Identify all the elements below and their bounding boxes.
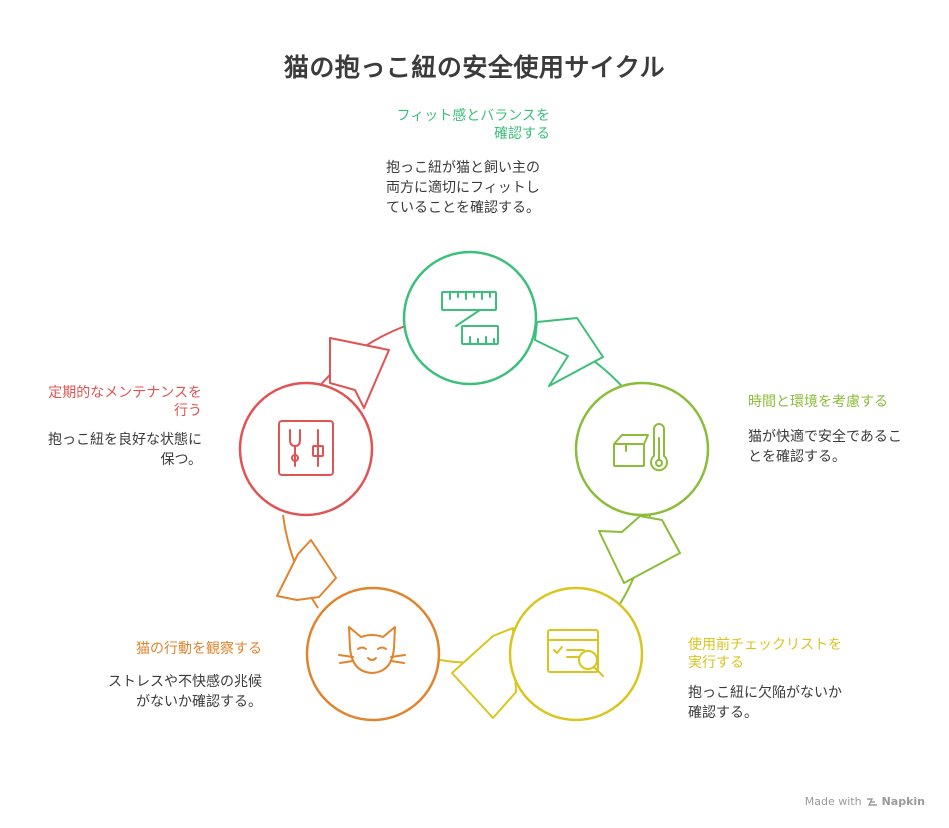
- diagram-title: 猫の抱っこ紐の安全使用サイクル: [283, 53, 666, 82]
- node-circle-checklist: [508, 586, 644, 722]
- step-maintenance-desc: 抱っこ紐を良好な状態に 保つ。: [48, 432, 202, 468]
- step-checklist-desc: 抱っこ紐に欠陥がないか 確認する。: [688, 685, 842, 721]
- made-with-label: Made with: [804, 795, 862, 808]
- checklist-search-icon: [547, 629, 604, 677]
- node-circle-maintenance: [238, 381, 374, 517]
- napkin-logo-icon: [866, 797, 877, 806]
- step-fit-title: フィット感とバランスを 確認する: [396, 108, 550, 142]
- node-circle-observe: [305, 586, 441, 722]
- step-observe-desc: ストレスや不快感の兆候 がないか確認する。: [108, 674, 262, 710]
- napkin-brand: Napkin: [881, 795, 925, 808]
- arrow-red: [329, 337, 390, 409]
- step-maintenance-title: 定期的なメンテナンスを 行う: [48, 385, 202, 419]
- thermometer-box-icon: [613, 423, 668, 472]
- step-observe-title: 猫の行動を観察する: [136, 641, 262, 657]
- measuring-tape-icon: [441, 291, 499, 345]
- step-time-title: 時間と環境を考慮する: [748, 394, 888, 410]
- arrow-yellow: [451, 627, 517, 719]
- arrow-orange: [276, 539, 337, 601]
- arrow-green: [534, 317, 604, 387]
- cat-face-icon: [338, 626, 406, 674]
- tools-icon: [278, 420, 334, 476]
- step-time-desc: 猫が快適で安全であるこ とを確認する。: [748, 429, 902, 465]
- node-circle-time: [574, 381, 710, 517]
- arrow-yellowgreen: [598, 515, 681, 584]
- made-with-credit[interactable]: Made with Napkin: [805, 795, 925, 808]
- step-fit-desc: 抱っこ紐が猫と飼い主の 両方に適切にフィットし ていることを確認する。: [386, 160, 540, 216]
- node-circle-fit: [402, 250, 538, 386]
- step-checklist-title: 使用前チェックリストを 実行する: [688, 637, 842, 671]
